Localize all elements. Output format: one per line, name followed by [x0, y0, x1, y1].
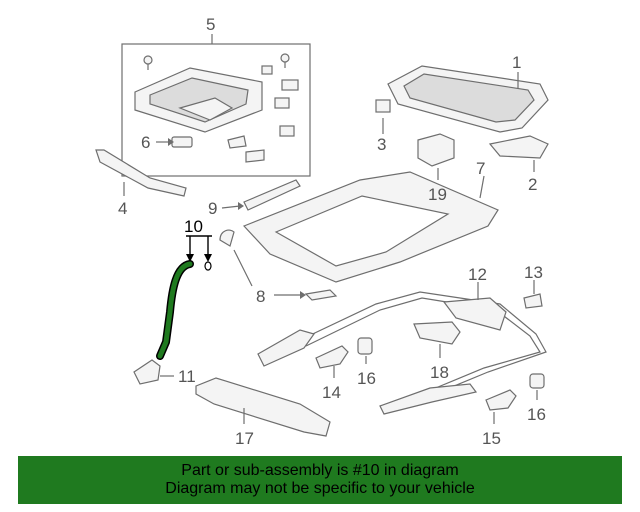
- part-7-frame: [242, 171, 499, 283]
- part-2-bracket: [488, 135, 549, 172]
- callout-9: 9: [208, 199, 217, 218]
- callout-15: 15: [482, 429, 501, 448]
- part-9-seal: [221, 179, 301, 211]
- callout-14: 14: [322, 383, 341, 402]
- part-1-glass: [387, 65, 549, 133]
- part-11-clamp: [133, 359, 174, 385]
- part-5-assembly: [121, 34, 311, 177]
- part-3-clip: [375, 99, 391, 134]
- part-12-rail-assembly: [299, 282, 547, 397]
- banner-line-2: Diagram may not be specific to your vehi…: [165, 480, 475, 497]
- callout-17: 17: [235, 429, 254, 448]
- part-8-drain: [219, 229, 338, 301]
- part-4-deflector: [95, 149, 187, 197]
- part-13-bracket: [523, 280, 543, 309]
- part-side-rail-right: [379, 383, 478, 415]
- part-14-guide: [315, 345, 349, 378]
- callout-3: 3: [377, 135, 386, 154]
- info-banner: Part or sub-assembly is #10 in diagram D…: [18, 456, 622, 504]
- part-17-header: [195, 377, 331, 437]
- part-18-actuator: [413, 321, 461, 358]
- parts-diagram: 1 2 3 4 5 6 7 8 9 10 11 12 13 14 15 16 1…: [95, 15, 549, 448]
- callout-11: 11: [178, 367, 196, 386]
- callout-7: 7: [476, 159, 485, 178]
- callout-13: 13: [524, 263, 543, 282]
- callout-8: 8: [256, 287, 265, 306]
- part-16-stopper-b: [529, 373, 545, 400]
- callout-16b: 16: [527, 405, 546, 424]
- callout-1: 1: [512, 53, 521, 72]
- callout-2: 2: [528, 175, 537, 194]
- callout-12: 12: [468, 265, 487, 284]
- part-side-rail-left: [257, 329, 315, 367]
- part-19-motor: [417, 133, 455, 180]
- part-16-stopper-a: [357, 337, 373, 364]
- part-15-guide: [485, 389, 517, 424]
- callout-6: 6: [141, 133, 150, 152]
- callout-10: 10: [184, 217, 203, 236]
- part-10-drain-tube: [156, 235, 212, 360]
- banner-line-1: Part or sub-assembly is #10 in diagram: [181, 462, 459, 479]
- callout-19: 19: [428, 185, 447, 204]
- callout-5: 5: [206, 15, 215, 34]
- callout-16a: 16: [357, 369, 376, 388]
- callout-4: 4: [118, 199, 127, 218]
- callout-18: 18: [430, 363, 449, 382]
